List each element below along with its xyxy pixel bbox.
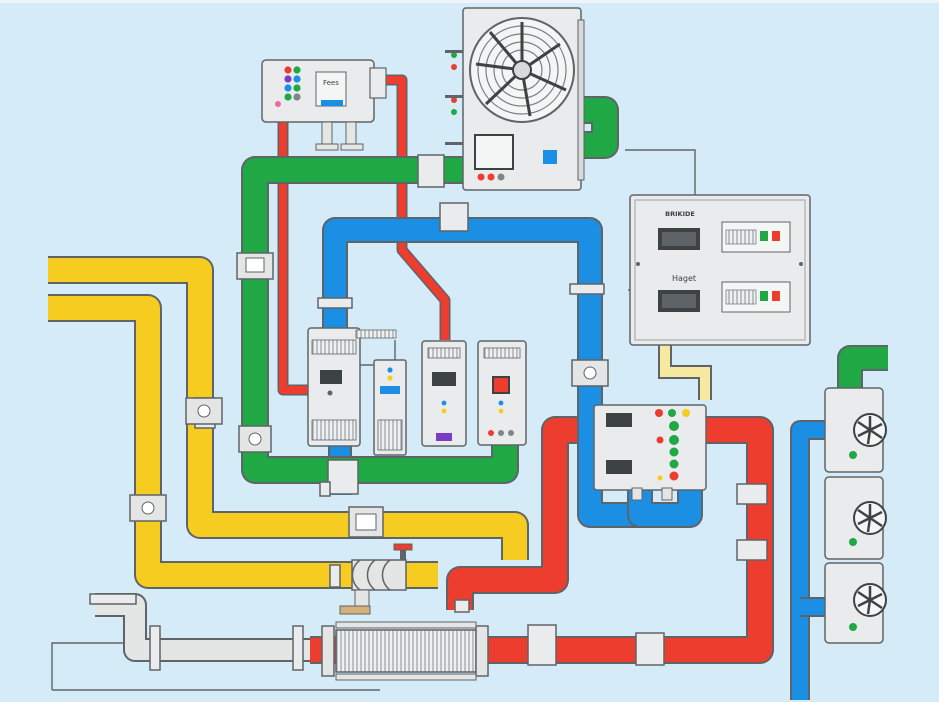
fan-icon bbox=[853, 413, 887, 447]
condenser-unit bbox=[445, 7, 585, 191]
panel-center-label: Haget bbox=[672, 274, 696, 283]
yellow-pipe bbox=[48, 256, 529, 589]
control-cabinet bbox=[373, 359, 407, 456]
fan-unit bbox=[824, 476, 887, 560]
breaker-row bbox=[721, 281, 791, 313]
fan-icon bbox=[469, 17, 575, 123]
bellows-icon bbox=[321, 621, 489, 681]
connector-tube bbox=[660, 340, 710, 400]
electrical-panel: BRIKIDE Haget bbox=[629, 194, 811, 346]
pressure-gauge-icon bbox=[129, 252, 609, 538]
grey-pipe-flange bbox=[89, 593, 137, 605]
central-control-box bbox=[593, 404, 707, 501]
control-box-label: Fees bbox=[323, 79, 339, 87]
blue-pipe bbox=[322, 217, 825, 700]
fan-icon bbox=[853, 501, 887, 535]
grey-pipe bbox=[89, 593, 310, 671]
pipe-clamps bbox=[194, 154, 768, 666]
display-screen-icon bbox=[474, 134, 514, 170]
panel-header-label: BRIKIDE bbox=[665, 210, 695, 218]
top-border bbox=[0, 0, 939, 3]
control-cabinet bbox=[421, 340, 467, 447]
green-pipe bbox=[241, 96, 888, 484]
control-box: Fees bbox=[261, 59, 387, 151]
valve-icon bbox=[339, 543, 413, 615]
fan-unit bbox=[824, 562, 887, 644]
grey-pipe-flange bbox=[292, 625, 304, 671]
breaker-row bbox=[721, 221, 791, 253]
grey-pipe-flange bbox=[149, 625, 161, 671]
control-cabinet bbox=[477, 340, 527, 446]
control-cabinet bbox=[307, 327, 397, 447]
fan-icon bbox=[853, 583, 887, 617]
fan-unit bbox=[824, 387, 887, 473]
